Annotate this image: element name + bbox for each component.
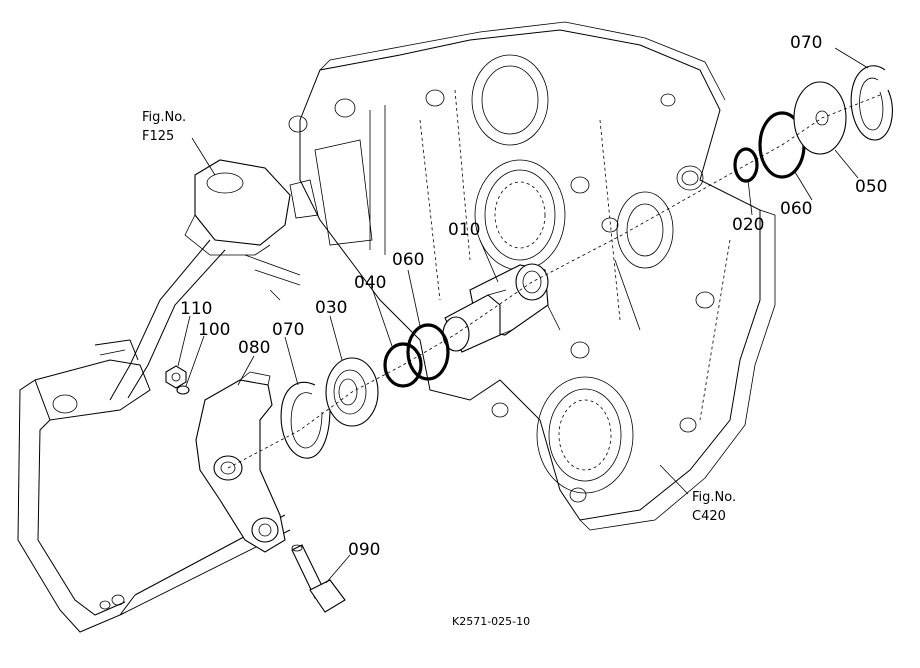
washer-100 <box>176 385 190 395</box>
bolt-090 <box>291 544 346 613</box>
callout-070-top: 070 <box>790 33 822 53</box>
callout-060-right: 060 <box>780 199 812 219</box>
washer-050 <box>793 81 847 155</box>
ref-c420-line2: C420 <box>692 509 726 524</box>
o-ring-060-left <box>406 323 450 381</box>
callout-110: 110 <box>180 299 212 319</box>
gear-case-housing <box>288 21 776 531</box>
callout-040: 040 <box>354 273 386 293</box>
callout-010: 010 <box>448 220 480 240</box>
ref-f125-line1: Fig.No. <box>142 110 186 125</box>
ref-c420-line1: Fig.No. <box>692 490 736 505</box>
callout-050: 050 <box>855 177 887 197</box>
shaft-010 <box>442 263 549 353</box>
snap-ring-070-right <box>850 65 893 141</box>
callout-070-left: 070 <box>272 320 304 340</box>
lever-arm-080 <box>195 371 286 553</box>
ref-f125-line2: F125 <box>142 129 174 144</box>
o-ring-020 <box>733 147 759 183</box>
o-ring-040 <box>383 342 423 388</box>
callout-030: 030 <box>315 298 347 318</box>
snap-ring-070-left <box>280 381 331 459</box>
callout-020: 020 <box>732 215 764 235</box>
callout-080: 080 <box>238 338 270 358</box>
callout-090: 090 <box>348 540 380 560</box>
figure-code: K2571-025-10 <box>452 615 530 628</box>
callout-060-left: 060 <box>392 250 424 270</box>
nut-110 <box>165 365 187 389</box>
leader-lines <box>177 47 869 584</box>
cover-housing-f125 <box>184 159 301 301</box>
callout-100: 100 <box>198 320 230 340</box>
